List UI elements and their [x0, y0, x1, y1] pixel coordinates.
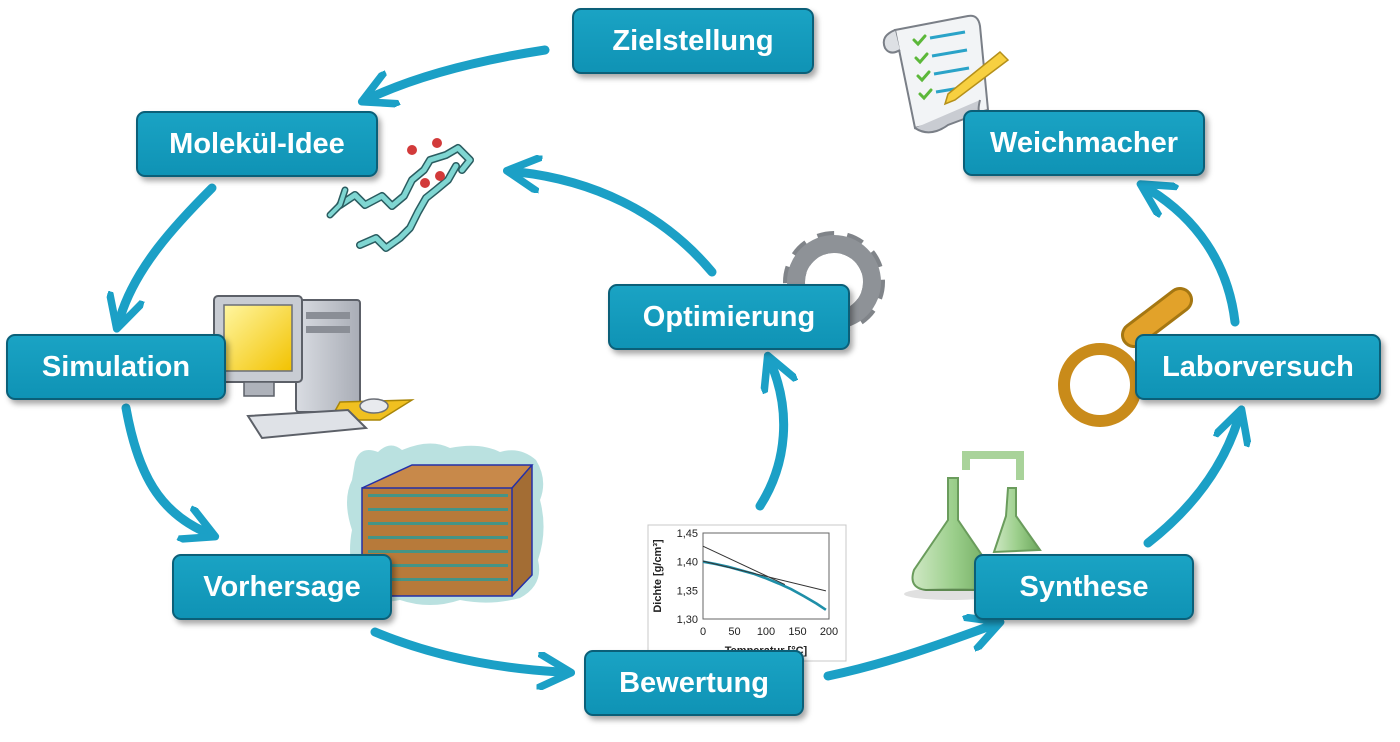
tangent-line: [702, 545, 786, 586]
node-optimierung: Optimierung: [608, 284, 850, 350]
node-vorhersage: Vorhersage: [172, 554, 392, 620]
arrow-optimierung-to-molekuel: [518, 172, 717, 277]
arrow-laborversuch-to-weichmacher: [1150, 190, 1240, 327]
x-tick-label: 50: [728, 626, 740, 638]
plot-frame: [702, 532, 830, 620]
y-tick-label: 1,30: [677, 614, 698, 626]
simulation-box-icon: [347, 443, 544, 605]
molecule-icon: [326, 138, 474, 252]
node-molekuel-idee: Molekül-Idee: [136, 111, 378, 177]
magnifier-icon: [1058, 287, 1193, 427]
y-tick-label: 1,40: [677, 557, 698, 569]
chart-background: [647, 524, 847, 662]
y-axis-label: Dichte [g/cm³]: [652, 539, 664, 613]
x-tick-label: 150: [788, 626, 806, 638]
node-synthese: Synthese: [974, 554, 1194, 620]
node-zielstellung: Zielstellung: [572, 8, 814, 74]
arrow-bewertung-to-synthese: [823, 626, 990, 681]
node-simulation: Simulation: [6, 334, 226, 400]
flask-icon: [904, 451, 1042, 600]
arrow-molekuel-to-simulation: [120, 183, 217, 318]
y-tick-label: 1,35: [677, 585, 698, 597]
computer-icon: [213, 295, 415, 440]
arrow-synthese-to-laborversuch: [1143, 420, 1238, 548]
x-tick-label: 100: [757, 626, 775, 638]
arrow-vorhersage-to-bewertung: [370, 627, 560, 672]
checklist-pencil-icon: [882, 14, 1010, 134]
y-tick-label: 1,45: [677, 528, 698, 540]
x-tick-label: 200: [820, 626, 838, 638]
arrow-bewertung-to-optimierung: [755, 366, 784, 511]
node-weichmacher: Weichmacher: [963, 110, 1205, 176]
tangent-line: [702, 560, 827, 592]
cycle-arrows: [120, 45, 1240, 681]
arrow-ziel-to-molekuel: [372, 45, 550, 97]
x-tick-label: 0: [700, 626, 706, 638]
node-laborversuch: Laborversuch: [1135, 334, 1381, 400]
node-bewertung: Bewertung: [584, 650, 804, 716]
arrow-simulation-to-vorhersage: [121, 403, 205, 532]
